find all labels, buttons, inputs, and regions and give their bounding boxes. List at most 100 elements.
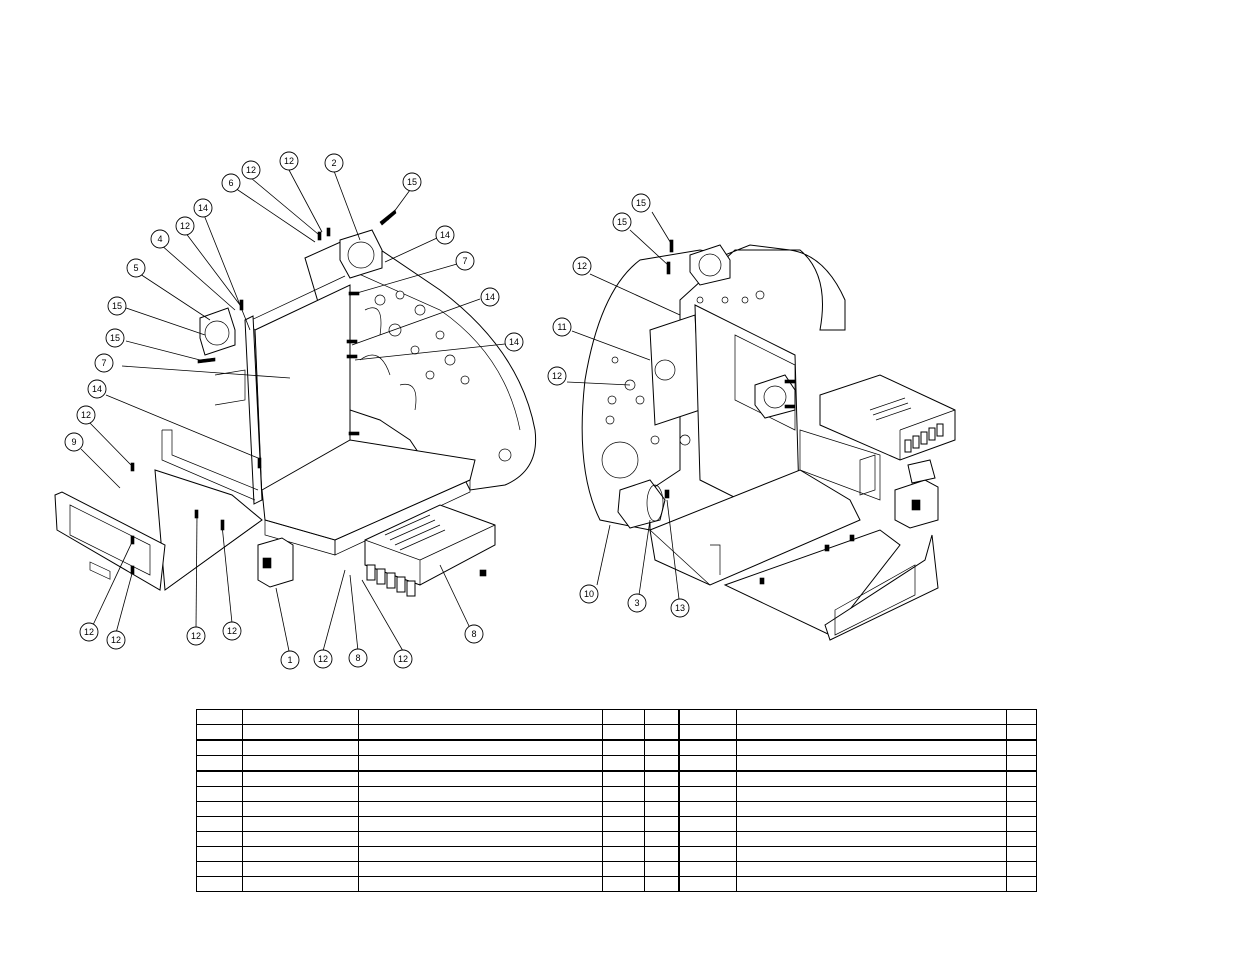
table-cell	[644, 846, 680, 862]
svg-text:15: 15	[636, 198, 646, 208]
table-cell	[678, 876, 737, 892]
left-front-post	[244, 315, 263, 505]
table-cell	[644, 755, 680, 772]
table-cell	[242, 846, 359, 862]
table-cell	[644, 801, 680, 817]
pump-motor	[617, 479, 666, 529]
table-cell	[196, 786, 243, 802]
table-row	[196, 876, 1037, 892]
table-cell	[358, 724, 603, 741]
table-cell	[1006, 816, 1037, 832]
svg-text:12: 12	[552, 371, 562, 381]
table-row	[196, 831, 1037, 847]
svg-text:13: 13	[675, 603, 685, 613]
svg-text:15: 15	[112, 301, 122, 311]
table-cell	[678, 724, 737, 741]
callout-bubble: 14	[435, 225, 455, 245]
callout-bubble: 2	[324, 153, 344, 173]
table-cell	[736, 755, 1007, 772]
table-cell	[678, 831, 737, 847]
table-row	[196, 846, 1037, 862]
fan-top-right	[689, 244, 731, 286]
left-side-panel	[304, 239, 537, 491]
table-row	[196, 861, 1037, 877]
table-cell	[1006, 846, 1037, 862]
table-cell	[736, 786, 1007, 802]
callout-bubble: 14	[193, 198, 213, 218]
table-cell	[1006, 739, 1037, 756]
callout-bubble: 12	[106, 630, 126, 650]
table-cell	[242, 816, 359, 832]
table-cell	[678, 755, 737, 772]
table-cell	[358, 770, 603, 787]
exploded-assembly-drawing: 12 2 12 15 6 14 12 14 7 4 5 14 15 14 15 …	[54, 151, 956, 670]
callout-bubble: 14	[480, 287, 500, 307]
table-cell	[678, 786, 737, 802]
table-cell	[196, 876, 243, 892]
table-cell	[678, 709, 737, 725]
svg-text:12: 12	[246, 165, 256, 175]
svg-text:12: 12	[191, 631, 201, 641]
table-cell	[602, 816, 645, 832]
table-cell	[602, 770, 645, 787]
callout-bubble: 12	[241, 160, 261, 180]
callout-bubble: 1	[280, 650, 300, 670]
callout-bubble: 8	[348, 648, 368, 668]
table-cell	[196, 755, 243, 772]
table-cell	[644, 739, 680, 756]
svg-text:15: 15	[617, 217, 627, 227]
table-cell	[358, 709, 603, 725]
table-cell	[678, 846, 737, 862]
callout-bubble: 12	[186, 626, 206, 646]
table-cell	[644, 876, 680, 892]
callout-bubble: 15	[105, 328, 125, 348]
parts-list-table	[196, 709, 1037, 892]
table-cell	[196, 724, 243, 741]
table-cell	[736, 801, 1007, 817]
front-bezel	[54, 491, 166, 591]
table-cell	[678, 816, 737, 832]
side-panel-holes	[359, 290, 512, 462]
callout-bubble: 12	[222, 621, 242, 641]
table-row	[196, 739, 1037, 756]
callout-bubble: 11	[552, 317, 572, 337]
table-cell	[602, 724, 645, 741]
table-cell	[242, 770, 359, 787]
table-cell	[602, 786, 645, 802]
table-cell	[242, 786, 359, 802]
table-cell	[358, 755, 603, 772]
table-row	[196, 801, 1037, 817]
table-cell	[358, 816, 603, 832]
table-cell	[196, 770, 243, 787]
table-cell	[196, 801, 243, 817]
table-cell	[678, 801, 737, 817]
callout-bubble: 12	[313, 649, 333, 669]
table-cell	[644, 816, 680, 832]
svg-text:14: 14	[198, 203, 208, 213]
callout-bubble: 12	[393, 649, 413, 669]
table-cell	[1006, 755, 1037, 772]
svg-text:9: 9	[71, 437, 76, 447]
table-cell	[602, 846, 645, 862]
svg-text:12: 12	[81, 410, 91, 420]
callout-bubble: 10	[579, 584, 599, 604]
table-cell	[358, 861, 603, 877]
callout-bubble: 9	[64, 432, 84, 452]
table-cell	[678, 861, 737, 877]
tray-plate	[154, 469, 263, 591]
table-cell	[1006, 786, 1037, 802]
table-cell	[736, 876, 1007, 892]
table-cell	[242, 831, 359, 847]
table-row	[196, 709, 1037, 725]
callout-bubble: 12	[279, 151, 299, 171]
table-cell	[736, 770, 1007, 787]
callout-bubble: 13	[670, 598, 690, 618]
table-cell	[644, 786, 680, 802]
table-cell	[196, 816, 243, 832]
table-cell	[644, 724, 680, 741]
left-callouts: 12 2 12 15 6 14 12 14 7 4 5 14 15 14 15 …	[64, 151, 524, 670]
table-cell	[242, 739, 359, 756]
table-cell	[1006, 770, 1037, 787]
svg-text:3: 3	[634, 598, 639, 608]
table-cell	[644, 831, 680, 847]
